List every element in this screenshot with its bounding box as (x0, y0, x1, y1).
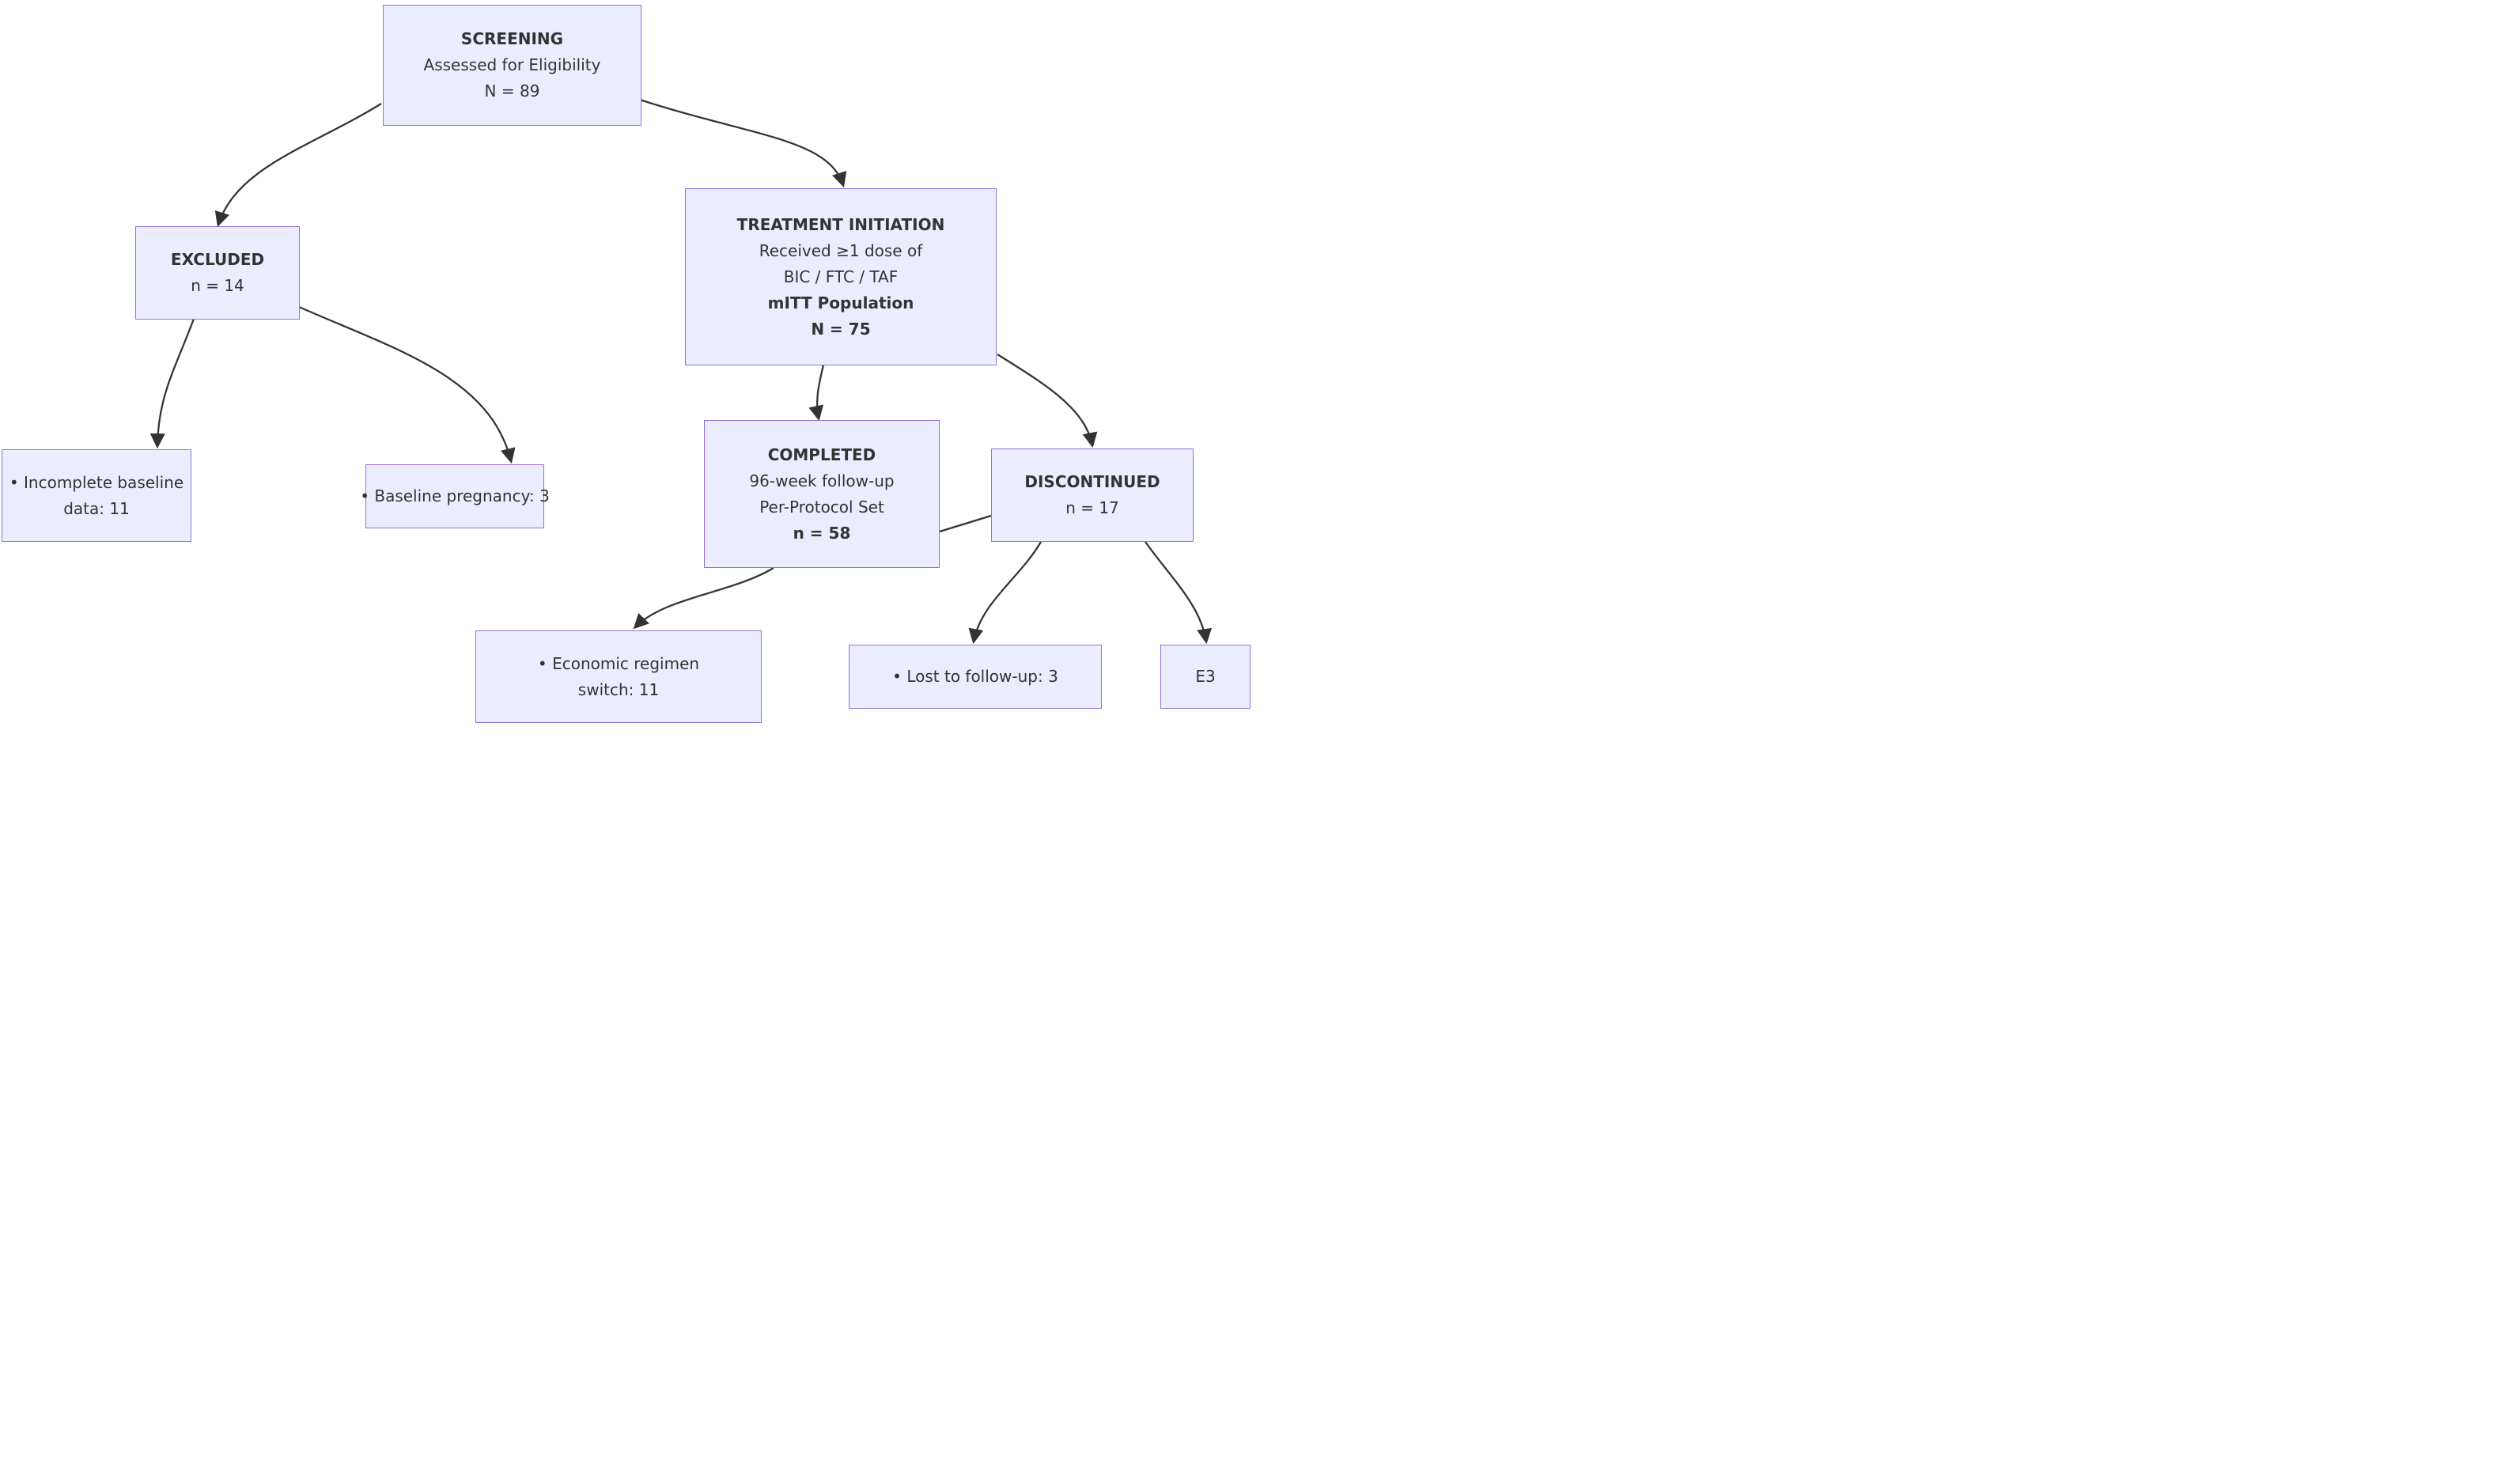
node-treatment-initiation-title: TREATMENT INITIATION (736, 214, 945, 234)
node-excluded-reason-baseline-pregnancy: • Baseline pregnancy: 3 (360, 464, 550, 528)
node-excluded-reason-incomplete-baseline: • Incomplete baseline data: 11 (2, 449, 191, 542)
node-discontinued-reason-e3-line1: E3 (1195, 667, 1216, 686)
node-discontinued-title: DISCONTINUED (1024, 472, 1160, 491)
node-treatment-initiation-regimen: BIC / FTC / TAF (783, 267, 899, 286)
node-completed: COMPLETED 96-week follow-up Per-Protocol… (704, 420, 940, 568)
edge-completed-to-discontinued-link (939, 514, 992, 533)
flowchart-canvas: SCREENING Assessed for Eligibility N = 8… (0, 0, 1260, 728)
node-discontinued-reason-e3: E3 (1160, 645, 1251, 709)
edge-treatment-initiation-to-discontinued (997, 354, 1098, 448)
node-treatment-initiation-subtitle: Received ≥1 dose of (759, 240, 923, 260)
node-discontinued: DISCONTINUED n = 17 (991, 448, 1194, 542)
node-completed-set: Per-Protocol Set (759, 497, 884, 517)
node-discontinued-count: n = 17 (1065, 498, 1119, 517)
node-discontinued-reason-lost-follow-up-line1: • Lost to follow-up: 3 (892, 667, 1058, 686)
node-excluded-title: EXCLUDED (170, 250, 265, 269)
node-excluded-reason-incomplete-baseline-line1: • Incomplete baseline (9, 472, 184, 492)
node-treatment-initiation-count: N = 75 (811, 319, 871, 339)
node-screening-title: SCREENING (460, 29, 564, 48)
node-completed-title: COMPLETED (767, 445, 876, 464)
node-completed-count: n = 58 (793, 523, 851, 543)
edge-discontinued-to-e3 (1145, 541, 1213, 645)
edges-layer (149, 98, 1213, 645)
node-treatment-initiation-population: mITT Population (767, 293, 914, 312)
node-excluded: EXCLUDED n = 14 (135, 226, 300, 320)
node-excluded-reason-baseline-pregnancy-line1: • Baseline pregnancy: 3 (360, 486, 550, 505)
node-excluded-count: n = 14 (191, 276, 244, 295)
edge-screening-to-excluded (214, 103, 382, 228)
node-screening-subtitle: Assessed for Eligibility (423, 55, 601, 74)
edge-discontinued-to-lost-follow-up (968, 541, 1042, 645)
edge-completed-to-economic-switch (633, 567, 774, 630)
node-excluded-reason-incomplete-baseline-line2: data: 11 (63, 498, 130, 518)
node-treatment-initiation: TREATMENT INITIATION Received ≥1 dose of… (685, 188, 997, 365)
node-screening: SCREENING Assessed for Eligibility N = 8… (383, 5, 641, 126)
edge-treatment-initiation-to-completed (808, 361, 826, 422)
node-completed-reason-economic-switch-line2: switch: 11 (577, 679, 660, 699)
node-screening-count: N = 89 (484, 81, 540, 100)
node-completed-subtitle: 96-week follow-up (749, 471, 895, 490)
node-discontinued-reason-lost-follow-up: • Lost to follow-up: 3 (849, 645, 1102, 709)
edge-excluded-to-baseline-pregnancy (298, 305, 516, 464)
edge-excluded-to-incomplete-baseline (149, 318, 195, 449)
node-completed-reason-economic-switch-line1: • Economic regimen (537, 653, 700, 673)
edge-screening-to-treatment-initiation (639, 98, 847, 188)
node-completed-reason-economic-switch: • Economic regimen switch: 11 (475, 630, 762, 723)
